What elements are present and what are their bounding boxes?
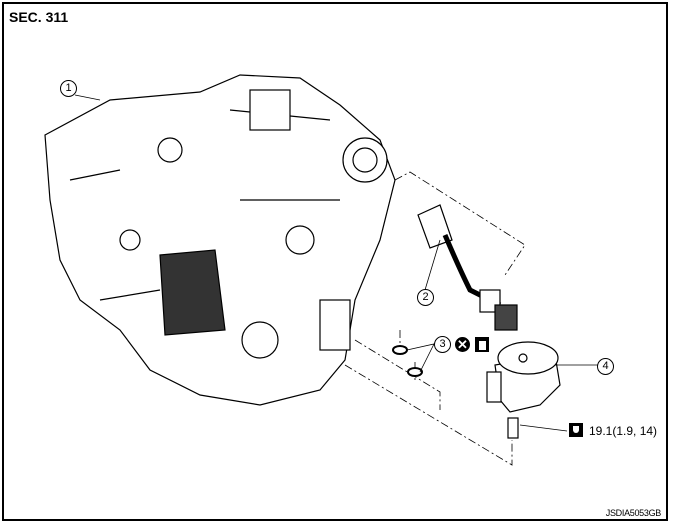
harness-assembly [417,204,518,331]
o-ring [407,367,423,377]
do-not-reuse-icon: ✕ [455,337,470,352]
fluid-apply-icon [475,337,489,352]
callout-2: 2 [417,289,434,306]
o-ring [392,345,408,355]
transmission-assembly [44,74,396,406]
assembly-guide-lines [344,171,526,466]
callout-1: 1 [60,80,77,97]
torque-wrench-icon [569,423,583,437]
leader-lines [74,94,598,432]
callout-3: 3 [434,336,451,353]
diagram-frame [2,2,668,521]
figure-code: JSDIA5053GB [605,508,662,518]
torque-value: 19.1(1.9, 14) [589,424,658,438]
callout-4: 4 [597,358,614,375]
sensor-assembly [486,341,561,439]
section-label: SEC. 311 [9,9,69,25]
